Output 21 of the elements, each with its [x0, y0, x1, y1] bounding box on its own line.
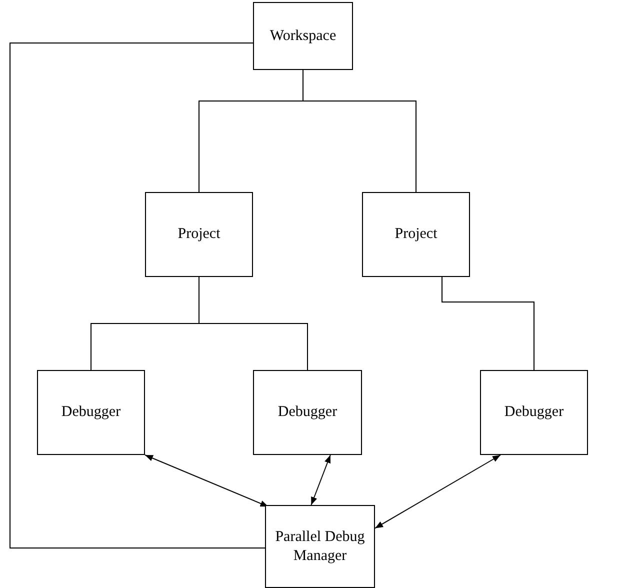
box	[253, 2, 353, 70]
box-label: Workspace	[270, 26, 336, 46]
double-arrow	[374, 454, 502, 529]
double-arrow	[310, 454, 331, 506]
box-label: Debugger	[61, 403, 121, 422]
box	[480, 370, 588, 455]
connector-line	[302, 70, 416, 192]
box-label: Parallel Debug Manager	[274, 528, 366, 566]
connector-line	[198, 276, 308, 370]
box	[145, 192, 253, 277]
box	[37, 370, 145, 455]
box	[265, 505, 375, 588]
box-label: Debugger	[504, 403, 564, 422]
box	[253, 370, 362, 455]
box-label: Project	[394, 225, 438, 244]
connector-line	[442, 276, 534, 370]
double-arrow	[144, 454, 269, 508]
connector-line	[10, 42, 266, 548]
box	[362, 192, 470, 277]
box-label: Project	[178, 225, 220, 244]
box-label: Debugger	[278, 403, 338, 422]
